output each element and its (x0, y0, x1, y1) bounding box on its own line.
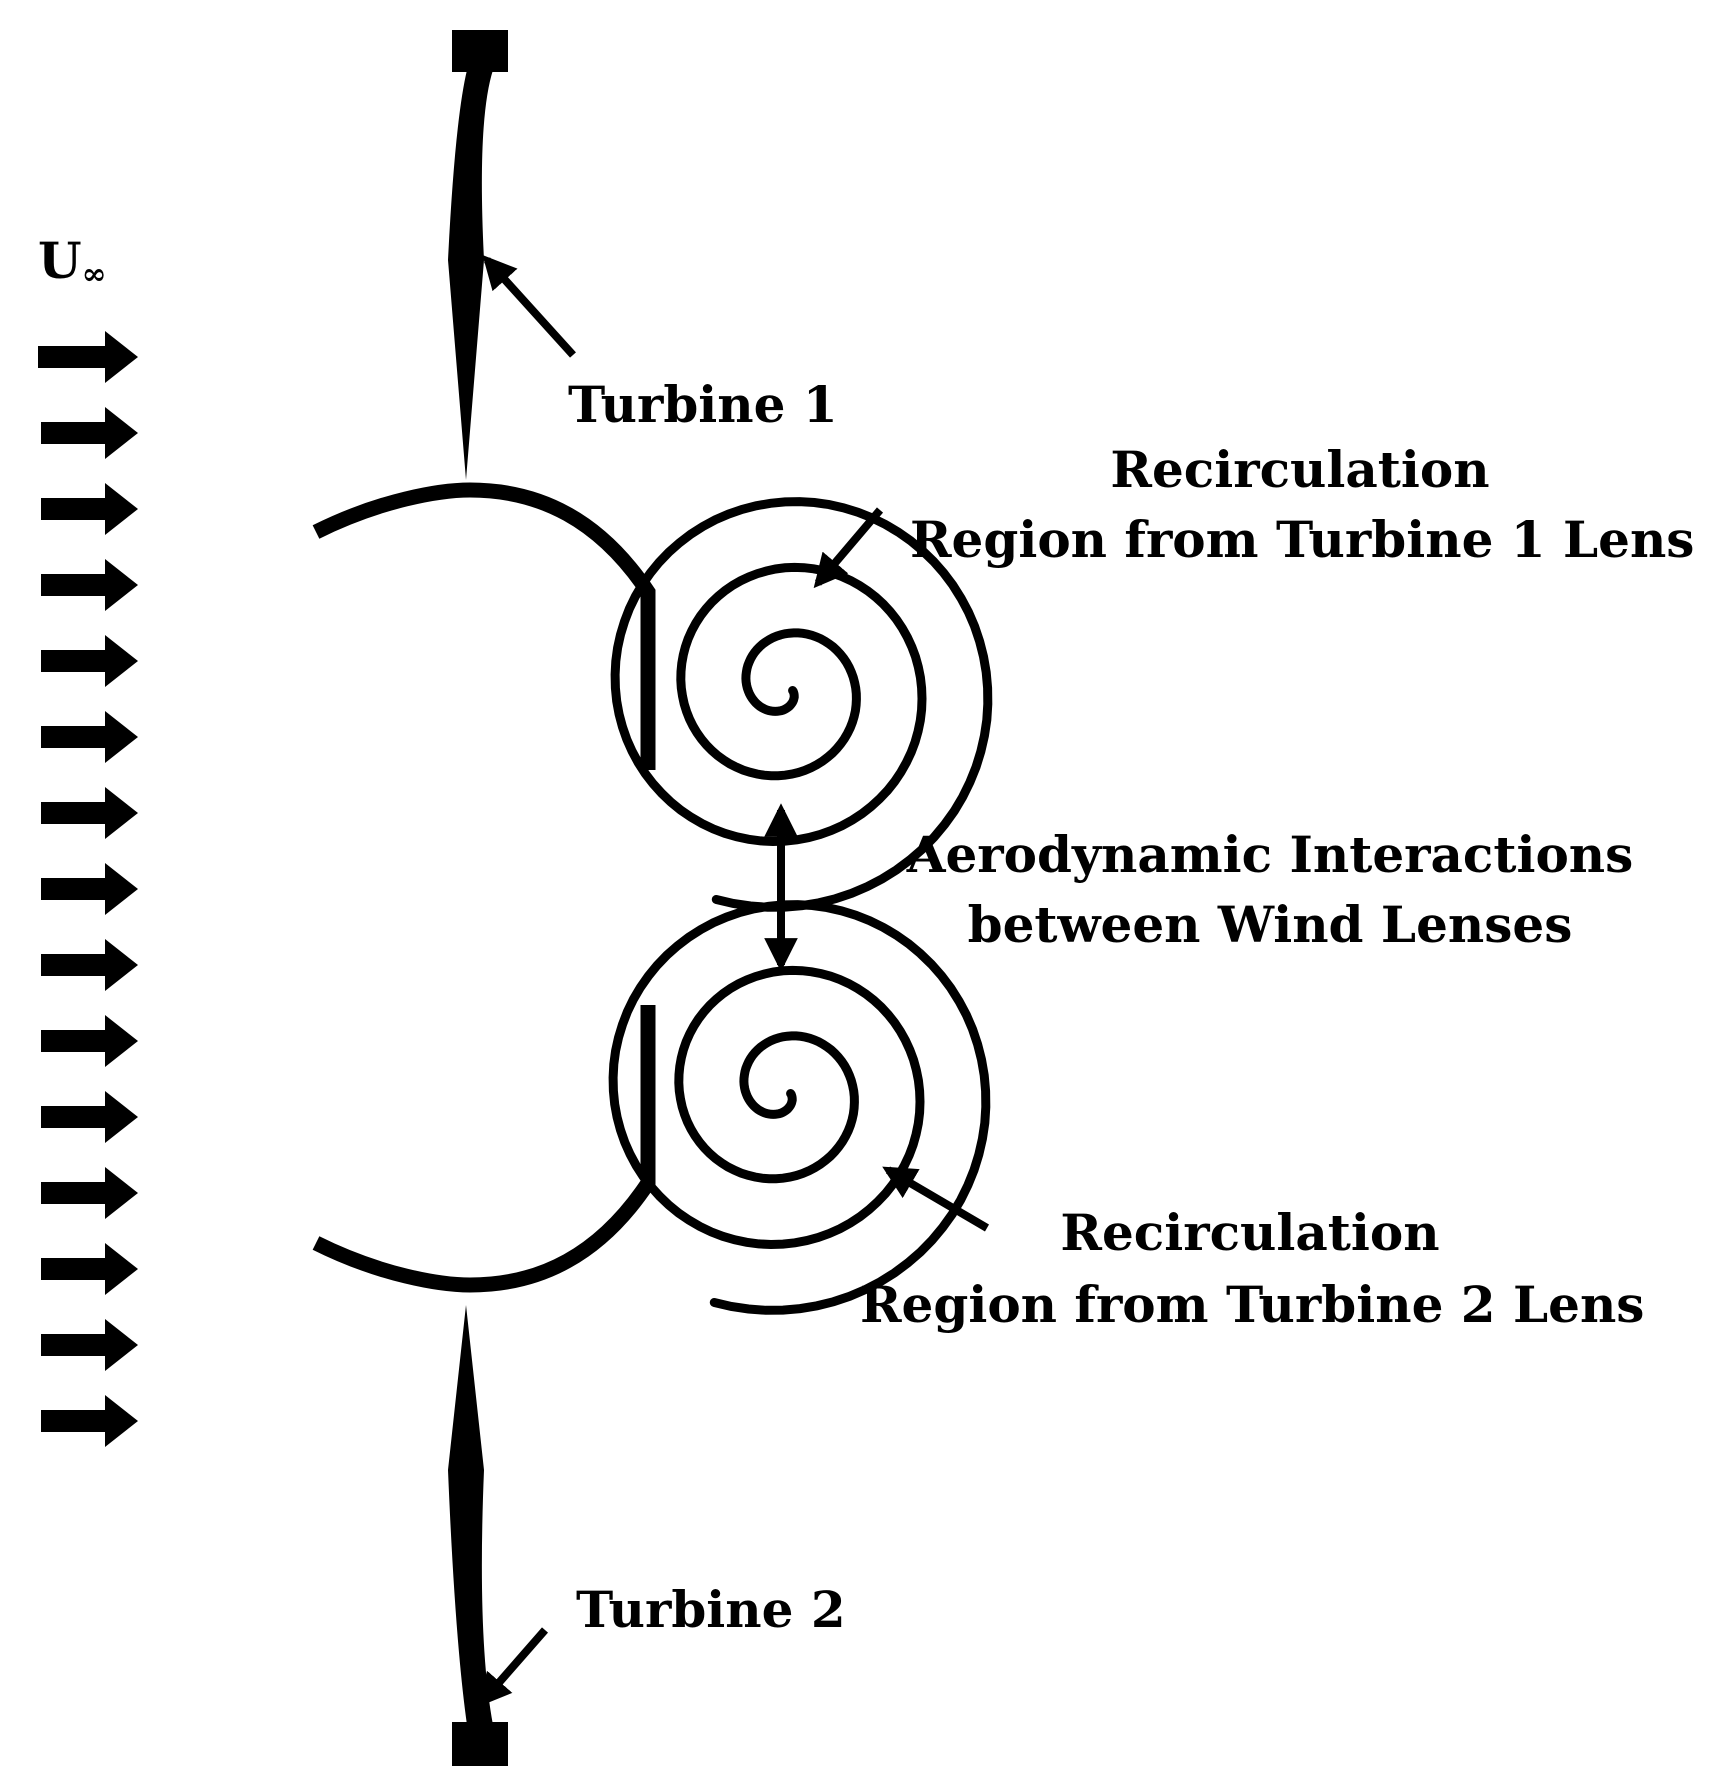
flow-arrow (38, 331, 138, 383)
recirculation-2-title: Recirculation (1060, 1203, 1440, 1262)
flow-arrow (41, 711, 138, 763)
flow-arrow (41, 483, 138, 535)
flow-arrow (41, 939, 138, 991)
turbine-2-label: Turbine 2 (576, 1580, 846, 1639)
turbine-2-lens (312, 1005, 656, 1293)
turbine-2-blade (448, 1305, 493, 1725)
interaction-title: Aerodynamic Interactions (906, 825, 1634, 884)
recirculation-1-subtitle: Region from Turbine 1 Lens (910, 510, 1695, 569)
turbine-1-blade (448, 70, 493, 480)
flow-arrow (41, 1319, 138, 1371)
flow-arrow (41, 1243, 138, 1295)
turbine-1-pointer-arrow (482, 255, 576, 358)
turbine-1-lens (312, 482, 656, 770)
flow-arrow (41, 559, 138, 611)
recirculation-2-pointer-arrow (882, 1166, 990, 1232)
turbine-2 (448, 1305, 508, 1766)
turbine-2-hub (452, 1722, 508, 1766)
recirculation-1-title: Recirculation (1110, 440, 1490, 499)
flow-arrow (41, 1167, 138, 1219)
recirculation-1-pointer-arrow (813, 507, 884, 589)
flow-arrow (41, 1395, 138, 1447)
freestream-subscript: ∞ (81, 257, 107, 292)
turbine-2-pointer-arrow (477, 1627, 549, 1708)
freestream-symbol: U (38, 231, 82, 290)
flow-arrow (41, 1091, 138, 1143)
freestream-velocity-label: U∞ (38, 236, 107, 290)
flow-arrow (41, 787, 138, 839)
recirculation-2-subtitle: Region from Turbine 2 Lens (860, 1275, 1645, 1334)
flow-arrow (41, 863, 138, 915)
interaction-subtitle: between Wind Lenses (967, 895, 1573, 954)
flow-arrow (41, 407, 138, 459)
freestream-arrows (38, 331, 138, 1447)
flow-arrow (41, 635, 138, 687)
flow-arrow (41, 1015, 138, 1067)
turbine-1-label: Turbine 1 (568, 375, 838, 434)
recirculation-vortex-1 (610, 497, 993, 912)
turbine-1-hub (452, 30, 508, 72)
turbine-1 (448, 30, 508, 480)
